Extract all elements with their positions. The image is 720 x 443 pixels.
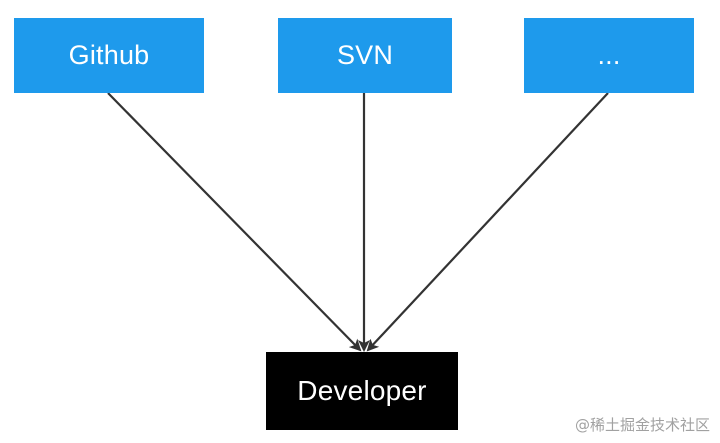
node-more-label: ... [597,40,621,70]
watermark: @稀土掘金技术社区 [574,416,710,434]
node-github: Github [14,18,204,93]
node-developer-label: Developer [297,375,427,406]
node-svn-label: SVN [336,40,394,70]
edge-github-to-developer [107,92,362,352]
node-more: ... [524,18,694,93]
node-github-label: Github [68,40,150,70]
node-svn: SVN [278,18,452,93]
edge-more-to-developer [366,92,609,352]
node-developer: Developer [266,352,458,430]
